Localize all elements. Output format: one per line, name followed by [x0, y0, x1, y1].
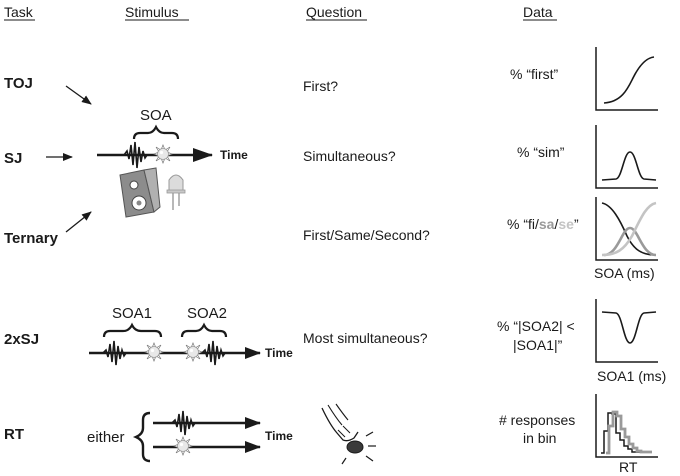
- data-label-sj: % “sim”: [517, 144, 565, 160]
- task-ternary: Ternary: [4, 230, 59, 247]
- header-stimulus: Stimulus: [125, 4, 179, 20]
- question-sj: Simultaneous?: [303, 148, 396, 164]
- xlabel-soa1: SOA1 (ms): [597, 368, 666, 384]
- either-brace: [132, 411, 151, 463]
- hist-rt-black: [601, 412, 640, 454]
- rt-flash-burst: [173, 436, 193, 456]
- xlabel-soa: SOA (ms): [594, 265, 655, 281]
- plot-axes-toj: [595, 47, 658, 111]
- data-label-toj: % “first”: [510, 66, 559, 82]
- hist-rt-gray: [606, 410, 652, 455]
- task-rt: RT: [4, 426, 24, 443]
- ternary-slash: /: [554, 216, 558, 232]
- curve-sj-gaussian: [601, 151, 657, 181]
- plot-axes-2xsj: [595, 299, 658, 363]
- rt-sound-waveform: [171, 410, 196, 436]
- ternary-sa: sa: [539, 216, 555, 232]
- task-sj: SJ: [4, 150, 22, 167]
- data-label-ternary: % “fi/sa/se”: [507, 216, 579, 232]
- two-sj-stimulus: SOA1 SOA2 Time: [89, 305, 293, 366]
- header-question: Question: [306, 4, 362, 20]
- plot-axes-ternary: [595, 197, 658, 261]
- led-icon: [166, 174, 186, 210]
- soa2-label: SOA2: [187, 305, 227, 322]
- task-toj: TOJ: [4, 75, 33, 92]
- toj-arrow: [65, 85, 92, 105]
- curve-ternary-first: [601, 202, 657, 256]
- curve-ternary-second: [601, 201, 657, 257]
- ternary-suffix: ”: [574, 216, 579, 232]
- plot-axes-sj: [595, 125, 658, 189]
- time-label-3: Time: [265, 429, 293, 443]
- flash-burst-1: [144, 342, 164, 362]
- flash-burst: [153, 144, 173, 164]
- soa2-brace: [180, 322, 228, 338]
- question-2xsj: Most simultaneous?: [303, 330, 428, 346]
- time-label: Time: [220, 148, 248, 162]
- curve-toj-sigmoid: [603, 56, 655, 104]
- hand-press-icon: [321, 403, 376, 465]
- sound-waveform: [123, 141, 148, 169]
- task-2xsj: 2xSJ: [4, 331, 39, 348]
- header-data: Data: [523, 4, 553, 20]
- sound-waveform-2: [201, 340, 226, 366]
- time-label-2: Time: [265, 346, 293, 360]
- soa-brace: [132, 124, 180, 140]
- data-label-rt-line2: in bin: [523, 430, 556, 446]
- soa-label: SOA: [140, 107, 172, 124]
- soa1-brace: [102, 322, 163, 338]
- flash-burst-2: [183, 342, 203, 362]
- curve-ternary-same: [603, 226, 657, 257]
- xlabel-rt: RT: [619, 459, 638, 475]
- ternary-se: se: [558, 216, 574, 232]
- rt-stimulus: either Time: [87, 410, 293, 463]
- ternary-arrow: [65, 211, 92, 233]
- data-label-2xsj-line1: % “|SOA2| <: [497, 318, 575, 334]
- either-label: either: [87, 429, 125, 446]
- sound-waveform-1: [102, 340, 127, 366]
- soa1-label: SOA1: [112, 305, 152, 322]
- data-label-2xsj-line2: |SOA1|”: [513, 337, 563, 353]
- data-label-rt-line1: # responses: [499, 412, 575, 428]
- plot-axes-rt: [595, 394, 658, 458]
- question-toj: First?: [303, 78, 338, 94]
- speaker-icon: [119, 167, 161, 218]
- question-ternary: First/Same/Second?: [303, 227, 430, 243]
- soa-stimulus: SOA Time: [97, 107, 248, 169]
- curve-2xsj-inverted: [601, 311, 657, 344]
- header-task: Task: [4, 4, 34, 20]
- ternary-prefix: % “fi/: [507, 216, 539, 232]
